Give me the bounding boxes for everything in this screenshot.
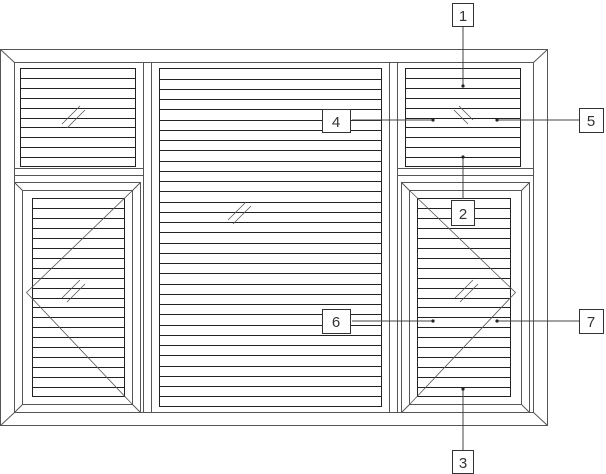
slats-bottom-right: [417, 208, 511, 388]
leader-dots: [431, 84, 499, 391]
callout-5: 5: [579, 108, 604, 133]
callout-3-label: 3: [459, 455, 467, 472]
slats-bottom-left: [32, 208, 125, 388]
callout-5-label: 5: [587, 113, 595, 130]
panel-border: [32, 198, 125, 397]
callout-2-label: 2: [459, 206, 467, 223]
outer-frame: [0, 49, 548, 426]
mullions-transoms: [14, 62, 534, 413]
panel-border: [20, 68, 136, 167]
callout-6: 6: [322, 309, 351, 334]
callout-6-label: 6: [332, 314, 340, 331]
slats-top-right: [405, 78, 521, 158]
louver-panel-bottom-left: [32, 198, 125, 397]
sash-opening-lines: [25, 190, 517, 405]
callout-3: 3: [452, 450, 474, 474]
callout-7: 7: [579, 309, 604, 334]
panel-border: [159, 68, 382, 407]
callout-4: 4: [322, 109, 351, 133]
slats-top-left: [20, 78, 136, 158]
callout-7-label: 7: [587, 314, 595, 331]
callout-4-label: 4: [332, 114, 340, 131]
glass-marks: [61, 105, 479, 303]
callout-1: 1: [452, 3, 474, 27]
callout-2: 2: [451, 200, 475, 226]
sash-frames: [14, 182, 530, 413]
callout-1-label: 1: [459, 8, 467, 25]
leader-lines: [352, 27, 579, 450]
